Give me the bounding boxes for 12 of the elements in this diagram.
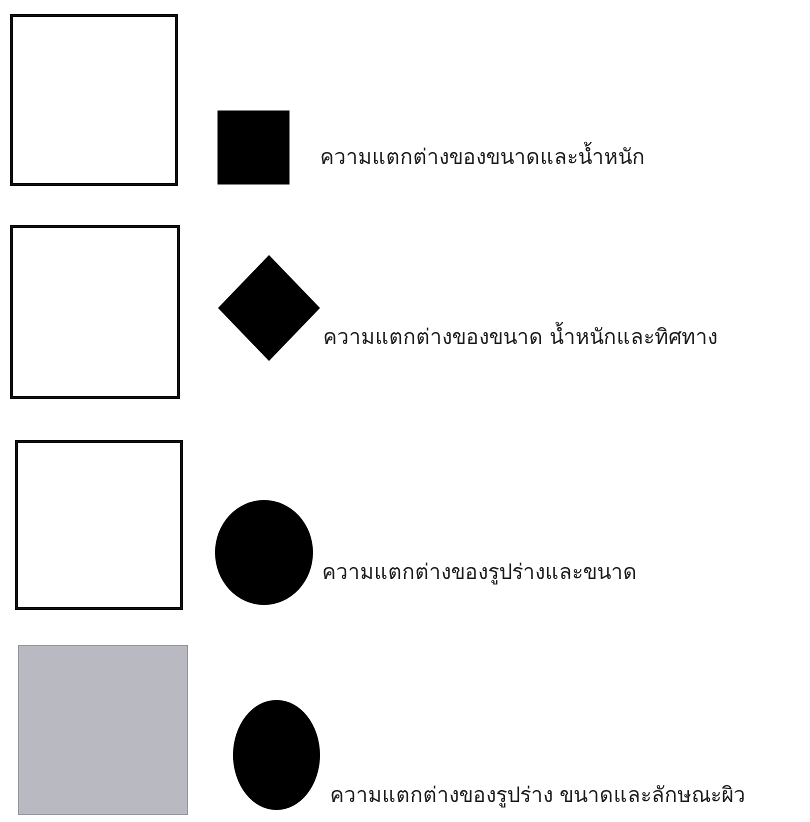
shape-caption: ความแตกต่างของรูปร่างและขนาด — [322, 559, 637, 586]
square-shape — [217, 110, 290, 185]
square-outline — [10, 225, 180, 399]
shape-caption: ความแตกต่างของรูปร่าง ขนาดและลักษณะผิว — [330, 782, 746, 810]
circle-shape — [233, 700, 320, 810]
shape-caption: ความแตกต่างของขนาด น้ำหนักและทิศทาง — [323, 320, 718, 353]
circle-shape — [215, 500, 313, 605]
shape-caption: ความแตกต่างของขนาดและน้ำหนัก — [320, 140, 645, 173]
textured-square — [18, 645, 188, 815]
diamond-shape — [218, 255, 320, 361]
square-outline — [10, 14, 178, 186]
square-outline — [15, 440, 183, 610]
